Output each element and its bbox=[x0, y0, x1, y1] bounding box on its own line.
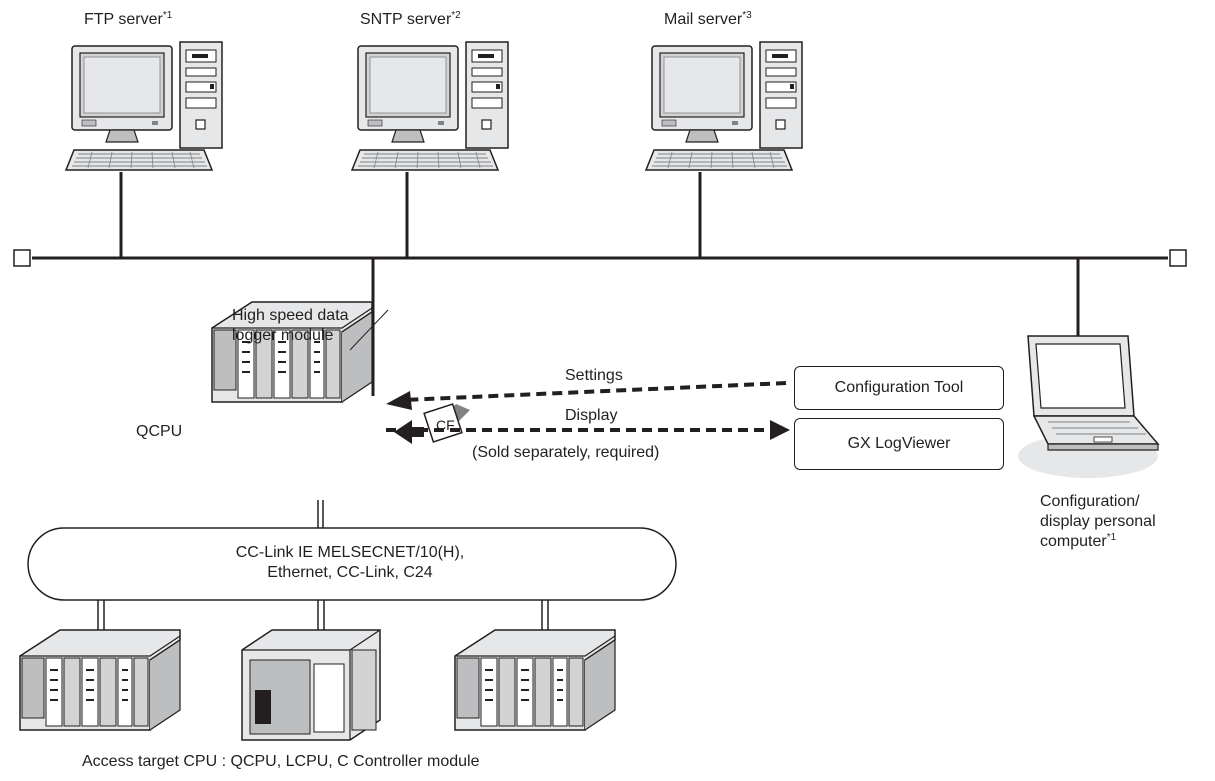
mail-server-label: Mail server*3 bbox=[664, 10, 752, 28]
access-target-label: Access target CPU : QCPU, LCPU, C Contro… bbox=[82, 753, 480, 770]
settings-arrowhead bbox=[386, 391, 412, 410]
ftp-server-icon bbox=[65, 41, 223, 171]
cf-card-icon: CF bbox=[423, 403, 470, 443]
mail-server-icon bbox=[645, 41, 803, 171]
bus-terminator-left bbox=[13, 249, 31, 267]
access-c-controller-icon bbox=[454, 629, 616, 731]
bus-terminator-right bbox=[1169, 249, 1187, 267]
gx-logviewer-box: GX LogViewer bbox=[794, 418, 1004, 470]
network-label: CC-Link IE MELSECNET/10(H), Ethernet, CC… bbox=[235, 544, 465, 581]
qcpu-label: QCPU bbox=[136, 423, 183, 440]
sntp-server-label: SNTP server*2 bbox=[360, 10, 461, 28]
logger-pointer-line bbox=[349, 309, 389, 351]
laptop-icon bbox=[1017, 335, 1159, 479]
display-arrowhead bbox=[770, 420, 790, 440]
display-label: Display bbox=[565, 407, 618, 424]
access-lcpu-icon bbox=[241, 629, 381, 741]
logger-module-label: High speed data logger module bbox=[232, 307, 349, 344]
gx-logviewer-label: GX LogViewer bbox=[847, 435, 951, 452]
configuration-tool-label: Configuration Tool bbox=[834, 379, 964, 396]
sntp-server-icon bbox=[351, 41, 509, 171]
ftp-server-label: FTP server*1 bbox=[84, 10, 173, 28]
pc-label: Configuration/ display personal computer… bbox=[1040, 493, 1156, 550]
configuration-tool-box: Configuration Tool bbox=[794, 366, 1004, 410]
settings-label: Settings bbox=[565, 367, 623, 384]
access-qcpu-rack-icon bbox=[19, 629, 181, 731]
network-capsule bbox=[27, 527, 677, 601]
cf-card-label: (Sold separately, required) bbox=[472, 444, 660, 461]
